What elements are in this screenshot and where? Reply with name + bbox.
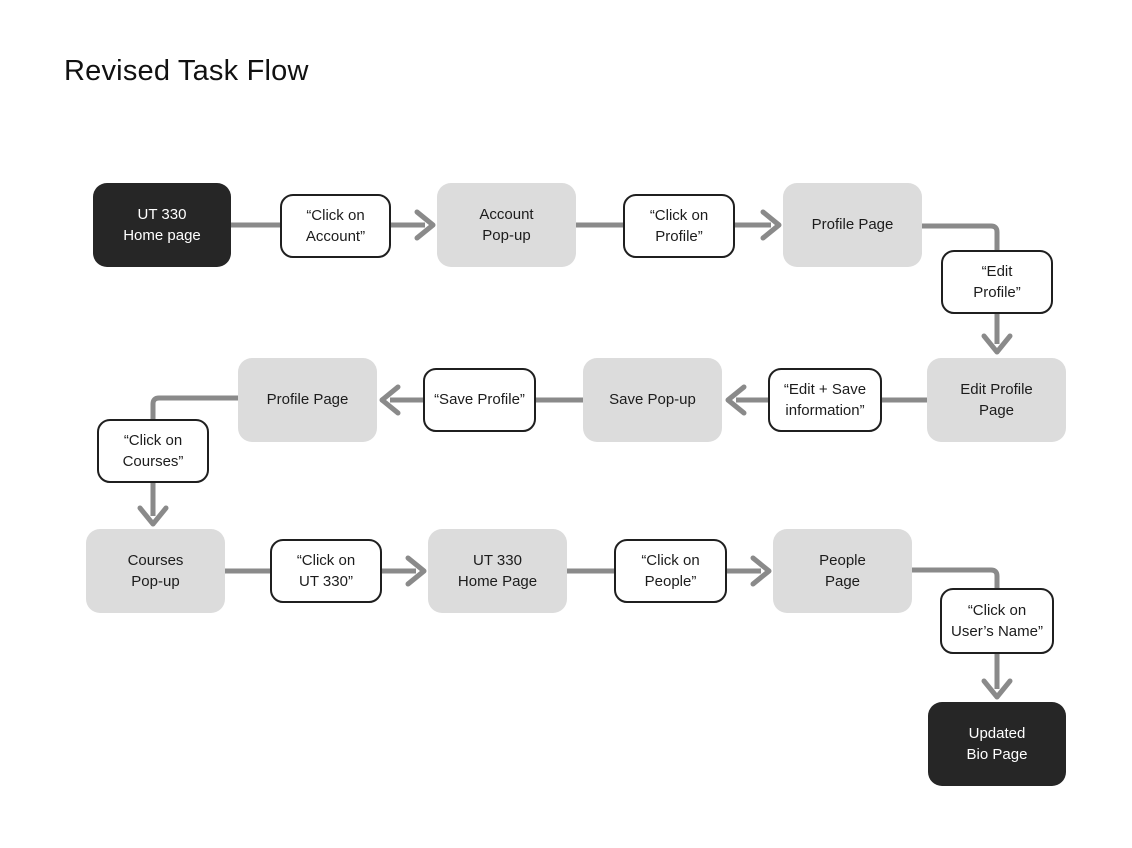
action-save-profile: “Save Profile” — [423, 368, 536, 432]
node-edit-profile-page: Edit Profile Page — [927, 358, 1066, 442]
action-click-on-profile: “Click on Profile” — [623, 194, 735, 258]
connector-people-page-to-updated-bio — [912, 567, 1013, 700]
action-edit-save-information: “Edit + Save information” — [768, 368, 882, 432]
connector-profile-page-to-courses-popup — [137, 395, 238, 527]
action-click-on-courses: “Click on Courses” — [97, 419, 209, 483]
connector-profile-page-to-edit-profile-page — [922, 223, 1013, 355]
page-title: Revised Task Flow — [64, 55, 309, 87]
node-account-popup: Account Pop-up — [437, 183, 576, 267]
node-profile-page-first: Profile Page — [783, 183, 922, 267]
node-profile-page-second: Profile Page — [238, 358, 377, 442]
node-people-page: People Page — [773, 529, 912, 613]
action-click-on-ut330: “Click on UT 330” — [270, 539, 382, 603]
action-click-on-users-name: “Click on User’s Name” — [940, 588, 1054, 654]
node-ut330-home-page-start: UT 330 Home page — [93, 183, 231, 267]
action-edit-profile: “Edit Profile” — [941, 250, 1053, 314]
node-ut330-home-page: UT 330 Home Page — [428, 529, 567, 613]
node-save-popup: Save Pop-up — [583, 358, 722, 442]
action-click-on-people: “Click on People” — [614, 539, 727, 603]
node-courses-popup: Courses Pop-up — [86, 529, 225, 613]
node-updated-bio-page-end: Updated Bio Page — [928, 702, 1066, 786]
action-click-on-account: “Click on Account” — [280, 194, 391, 258]
